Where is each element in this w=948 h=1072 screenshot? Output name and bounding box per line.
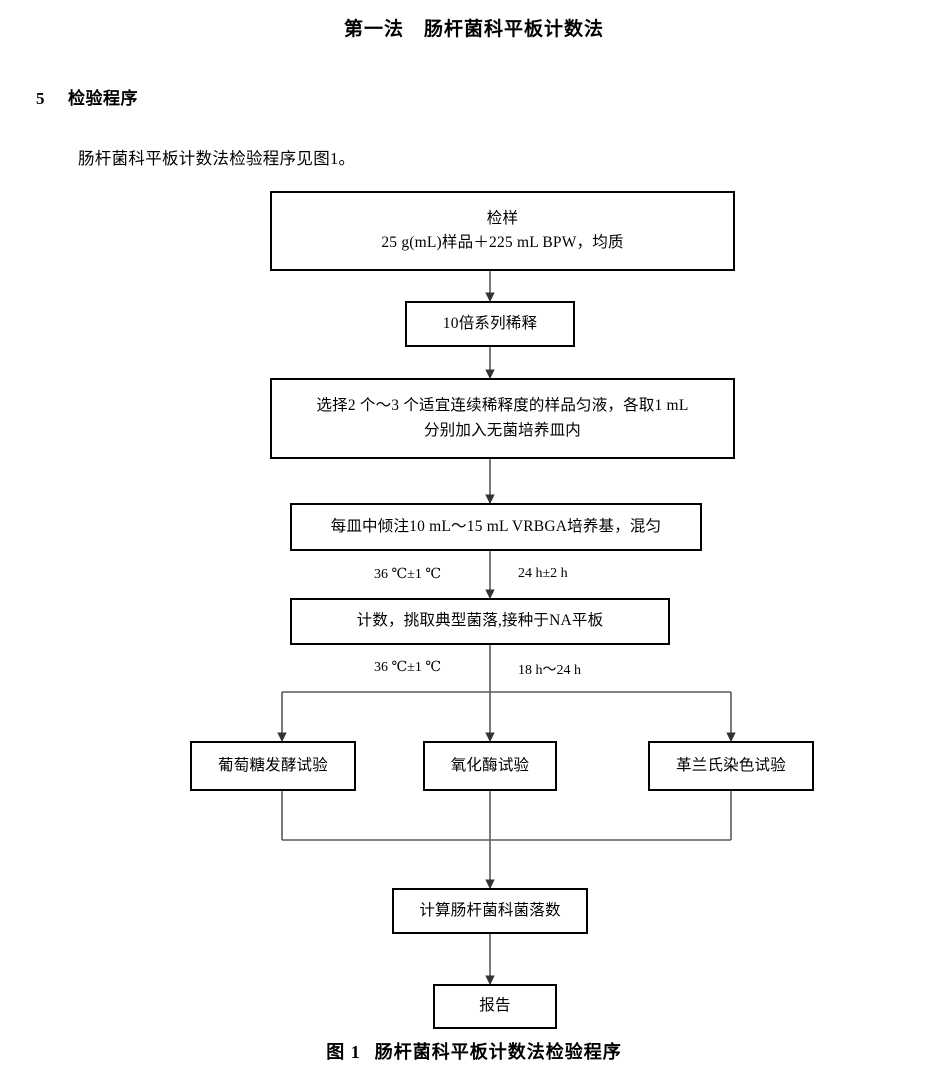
flow-node-gram-stain-test[interactable]: 革兰氏染色试验	[648, 741, 814, 791]
flow-edge-label-temp-1: 36 ℃±1 ℃	[372, 566, 444, 583]
flow-node-dilution[interactable]: 10倍系列稀释	[405, 301, 575, 347]
flow-node-sample[interactable]: 检样 25 g(mL)样品＋225 mL BPW，均质	[270, 191, 735, 271]
flow-node-plating-line-1: 选择2 个～3 个适宜连续稀释度的样品匀液，各取1 mL	[316, 397, 689, 415]
flow-node-dilution-line-1: 10倍系列稀释	[442, 314, 538, 332]
flow-node-calculate[interactable]: 计算肠杆菌科菌落数	[392, 888, 588, 934]
figure-caption: 图 1 肠杆菌科平板计数法检验程序	[0, 1038, 948, 1064]
figure-caption-text: 肠杆菌科平板计数法检验程序	[374, 1042, 622, 1062]
flow-node-calculate-line-1: 计算肠杆菌科菌落数	[419, 901, 561, 919]
body-paragraph: 肠杆菌科平板计数法检验程序见图1。	[78, 149, 356, 168]
flow-node-report-line-1: 报告	[479, 997, 511, 1015]
section-title: 检验程序	[68, 89, 138, 108]
flow-edge-label-temp-2: 36 ℃±1 ℃	[372, 659, 444, 676]
section-heading: 5 检验程序	[36, 84, 138, 109]
flow-edge-label-time-2: 18 h～24 h	[516, 659, 583, 679]
figure-caption-label: 图 1	[326, 1042, 361, 1062]
flow-node-count-pick[interactable]: 计数，挑取典型菌落,接种于NA平板	[290, 598, 670, 645]
flow-node-plating-line-2: 分别加入无菌培养皿内	[423, 421, 581, 439]
flow-node-gram-stain-test-line-1: 革兰氏染色试验	[676, 756, 786, 774]
section-number: 5	[36, 89, 45, 108]
flow-node-glucose-test-line-1: 葡萄糖发酵试验	[218, 756, 328, 774]
flow-node-oxidase-test-line-1: 氧化酶试验	[450, 756, 530, 774]
flow-node-count-pick-line-1: 计数，挑取典型菌落,接种于NA平板	[356, 612, 604, 630]
flow-node-oxidase-test[interactable]: 氧化酶试验	[423, 741, 557, 791]
flow-node-glucose-test[interactable]: 葡萄糖发酵试验	[190, 741, 356, 791]
flow-node-plating[interactable]: 选择2 个～3 个适宜连续稀释度的样品匀液，各取1 mL 分别加入无菌培养皿内	[270, 378, 735, 459]
flow-edge-label-time-1: 24 h±2 h	[516, 566, 570, 582]
page-title: 第一法 肠杆菌科平板计数法	[343, 19, 604, 40]
flow-node-report[interactable]: 报告	[433, 984, 557, 1029]
flow-node-pour-medium[interactable]: 每皿中倾注10 mL～15 mL VRBGA培养基，混匀	[290, 503, 702, 551]
flow-node-pour-medium-line-1: 每皿中倾注10 mL～15 mL VRBGA培养基，混匀	[330, 517, 662, 535]
flow-node-sample-line-1: 检样	[486, 209, 519, 227]
flow-node-sample-line-2: 25 g(mL)样品＋225 mL BPW，均质	[381, 234, 624, 251]
